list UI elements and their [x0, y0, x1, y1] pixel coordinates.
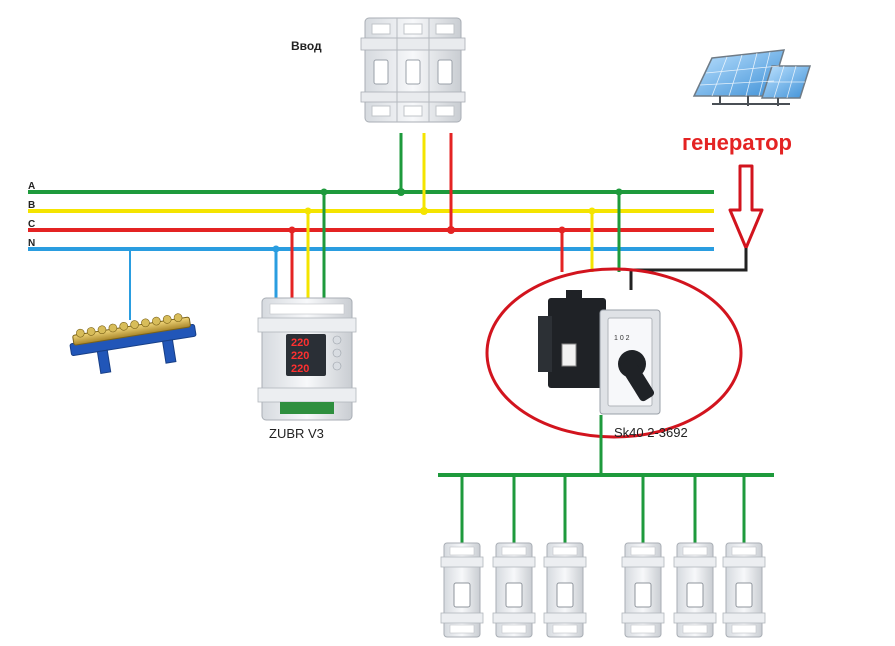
bus-label-n: N — [28, 238, 35, 249]
single-pole-breaker-icon — [492, 542, 536, 638]
svg-text:1 0 2: 1 0 2 — [614, 335, 630, 342]
bus-lines: A B C N — [28, 181, 714, 251]
neutral-busbar-icon — [69, 313, 197, 375]
highlight-ellipse — [485, 267, 743, 439]
generator-wire — [631, 248, 748, 272]
relay-feed-wires — [272, 188, 328, 298]
bus-label-b: B — [28, 200, 35, 211]
bus-label-a: A — [28, 181, 35, 192]
relay-display-row3: 220 — [291, 363, 309, 375]
single-pole-breaker-icon — [621, 542, 665, 638]
single-pole-breaker-icon — [673, 542, 717, 638]
breaker-group — [440, 542, 766, 638]
relay-display-row1: 220 — [291, 337, 309, 349]
single-pole-breaker-icon — [543, 542, 587, 638]
three-pole-breaker-icon — [360, 17, 466, 123]
bus-label-c: C — [28, 219, 35, 230]
input-feed-wires — [397, 133, 455, 234]
single-pole-breaker-icon — [722, 542, 766, 638]
solar-panel-icon — [692, 49, 812, 106]
relay-display-row2: 220 — [291, 350, 309, 362]
generator-arrow-icon — [728, 164, 764, 250]
output-bus — [438, 415, 774, 543]
rotary-changeover-switch-icon: 1 0 2 — [538, 290, 661, 415]
generator-label: генератор — [682, 130, 792, 155]
switch-label: Sk40 2-3692 — [614, 425, 688, 440]
switch-feed-wires — [558, 188, 633, 290]
input-label: Ввод — [291, 39, 322, 53]
relay-label: ZUBR V3 — [269, 426, 324, 441]
voltage-relay-icon — [257, 297, 357, 421]
single-pole-breaker-icon — [440, 542, 484, 638]
